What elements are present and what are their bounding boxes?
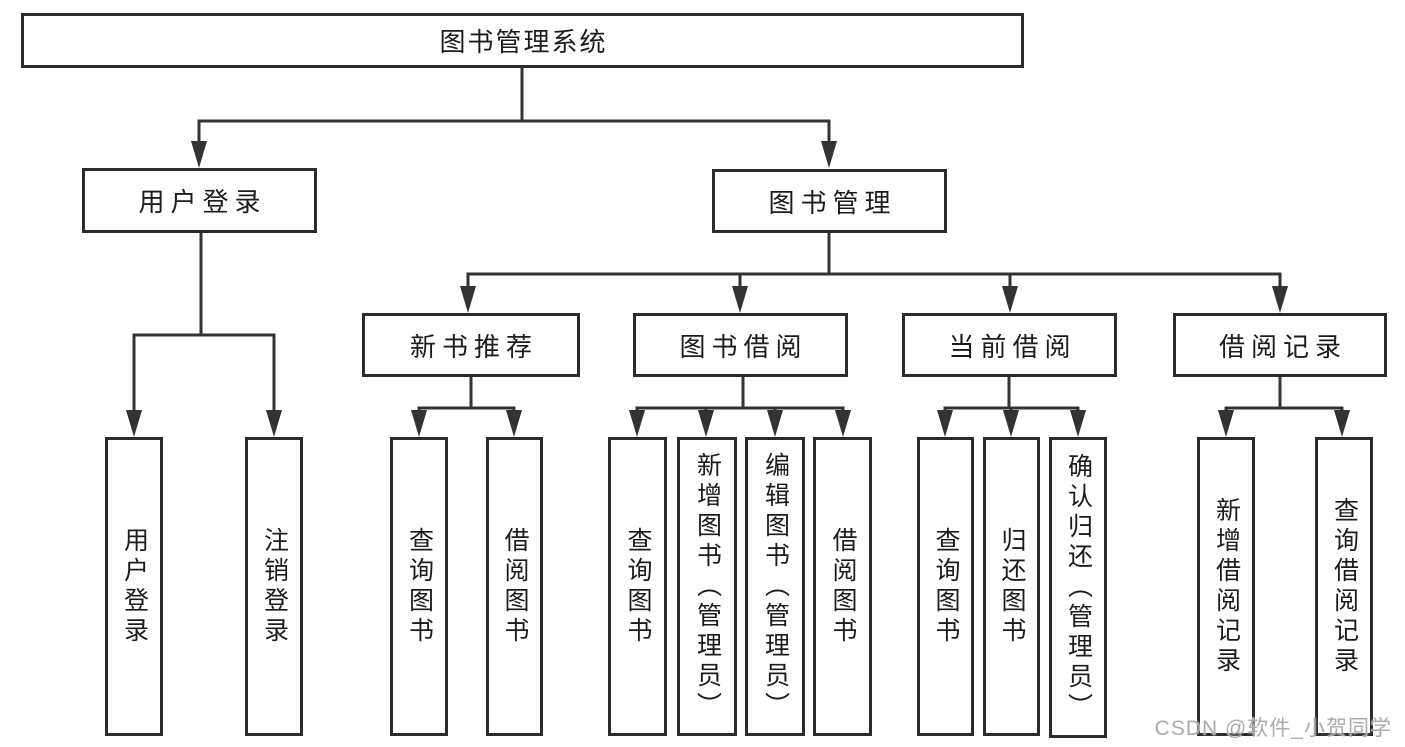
node-label: 确认归还（管理员） xyxy=(1064,452,1093,723)
node-new-book-recommendation: 新书推荐 xyxy=(362,313,580,377)
node-label: 编辑图书（管理员） xyxy=(761,451,790,722)
leaf-logout: 注销登录 xyxy=(245,437,303,736)
node-label: 新增借阅记录 xyxy=(1212,496,1241,677)
leaf-user-login: 用户登录 xyxy=(105,437,163,736)
node-label: 用户登录 xyxy=(138,187,267,217)
leaf-borrow-books: 借阅图书 xyxy=(813,437,872,736)
csdn-watermark: CSDN @软件_小贺同学 xyxy=(1154,717,1392,740)
node-label: 借阅记录 xyxy=(1218,331,1347,362)
node-borrowing-records: 借阅记录 xyxy=(1173,313,1387,377)
node-book-management: 图书管理 xyxy=(712,169,947,233)
arrowheads xyxy=(126,141,1350,437)
leaf-return-books: 归还图书 xyxy=(983,437,1040,736)
node-label: 归还图书 xyxy=(998,526,1026,647)
node-label: 当前借阅 xyxy=(948,331,1077,362)
node-label: 查询图书 xyxy=(405,526,434,647)
node-label: 图书借阅 xyxy=(679,331,808,362)
node-label: 注销登录 xyxy=(260,526,289,647)
node-label: 用户登录 xyxy=(120,526,149,647)
node-label: 查询借阅记录 xyxy=(1330,496,1359,677)
node-library-management-system: 图书管理系统 xyxy=(21,13,1024,68)
node-label: 图书管理 xyxy=(768,187,897,218)
leaf-query-books-recommend: 查询图书 xyxy=(390,437,448,736)
leaf-query-books-current: 查询图书 xyxy=(917,437,974,736)
node-book-borrowing: 图书借阅 xyxy=(633,313,848,377)
leaf-add-borrow-record: 新增借阅记录 xyxy=(1197,437,1255,736)
leaf-confirm-return-admin: 确认归还（管理员） xyxy=(1049,437,1107,738)
leaf-add-books-admin: 新增图书（管理员） xyxy=(677,437,737,736)
node-user-login: 用户登录 xyxy=(82,168,317,233)
node-label: 新增图书（管理员） xyxy=(693,451,722,722)
node-label: 借阅图书 xyxy=(829,526,857,647)
leaf-edit-books-admin: 编辑图书（管理员） xyxy=(745,437,805,736)
node-label: 借阅图书 xyxy=(501,526,529,647)
leaf-query-borrow-record: 查询借阅记录 xyxy=(1315,437,1373,736)
node-current-borrowing: 当前借阅 xyxy=(902,313,1117,377)
node-label: 新书推荐 xyxy=(409,331,538,362)
leaf-borrow-books-recommend: 借阅图书 xyxy=(486,437,543,736)
node-label: 图书管理系统 xyxy=(439,27,608,57)
node-label: 查询图书 xyxy=(932,526,960,647)
node-label: 查询图书 xyxy=(624,526,652,647)
leaf-query-books-borrowing: 查询图书 xyxy=(608,437,667,736)
